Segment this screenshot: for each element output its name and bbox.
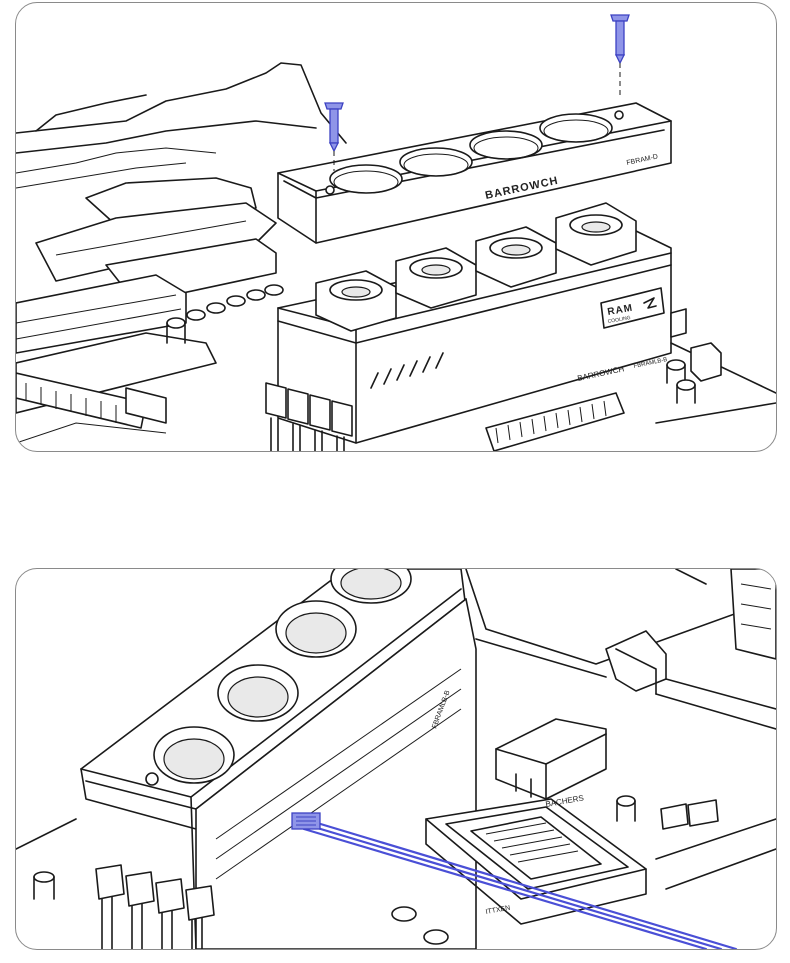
badge-subtitle: COOLING xyxy=(607,315,631,325)
screw-icon xyxy=(610,14,630,99)
cover-fan-holes xyxy=(329,113,613,194)
ram-cooling-badge: RAM COOLING xyxy=(600,287,665,329)
fan-connector-icon xyxy=(265,382,353,451)
bottom-illustration: FBRAMLB-B BACHERS ITTXEN xyxy=(16,569,776,949)
ram-cooler-module: FBRAMLB-B xyxy=(80,569,477,949)
dimm-latch xyxy=(495,718,607,800)
fan-cable xyxy=(291,812,738,949)
screw-icon xyxy=(324,102,344,171)
pcie-slot xyxy=(16,372,147,429)
barrow-logo-icon xyxy=(643,297,657,309)
chip-marking: ITTXEN xyxy=(485,905,511,916)
capacitors xyxy=(166,284,284,344)
top-illustration: BARROWCH FBRAM-D xyxy=(16,14,776,451)
fan-connector-icon xyxy=(33,864,215,949)
cooler-fans xyxy=(315,202,637,332)
motherboard-outline xyxy=(16,62,347,444)
motherboard-outline xyxy=(16,569,776,850)
motherboard-right-components xyxy=(485,308,776,451)
badge-title: RAM xyxy=(607,303,634,318)
cooler-vents xyxy=(370,352,444,389)
installation-step-top-panel: BARROWCH FBRAM-D xyxy=(15,2,777,452)
ram-cooler-body: RAM COOLING BARROWCH FBRAMLB-B xyxy=(277,202,672,444)
installation-step-bottom-panel: FBRAMLB-B BACHERS ITTXEN xyxy=(15,568,777,950)
motherboard-right-components xyxy=(616,795,776,890)
module-fan-holes xyxy=(153,569,412,784)
fan-connector-icon xyxy=(291,812,321,830)
cpu-socket: BACHERS ITTXEN xyxy=(391,793,647,945)
cooler-top-cover: BARROWCH FBRAM-D xyxy=(277,102,672,244)
